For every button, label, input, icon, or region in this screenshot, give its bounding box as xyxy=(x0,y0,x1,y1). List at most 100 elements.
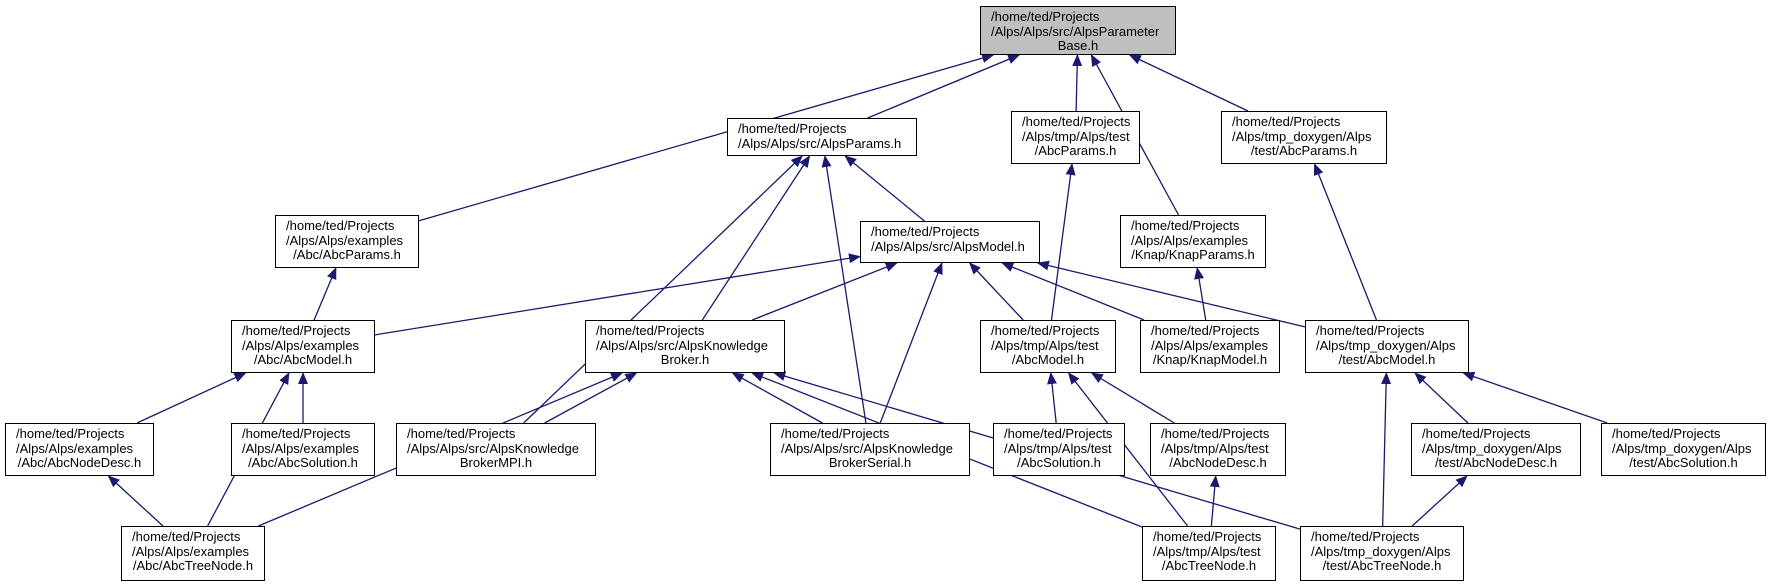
edge-alpsmodel-to-alpsparams xyxy=(844,155,925,222)
edge-exmodel-to-exparams xyxy=(313,267,337,321)
edge-brokerser-to-alpsparams xyxy=(821,155,867,424)
node-line: /Alps/Alps/examples xyxy=(132,543,250,559)
node-doxygen-abc-node-desc[interactable]: /home/ted/Projects /Alps/tmp_doxygen/Alp… xyxy=(1411,423,1581,476)
node-line: /home/ted/Projects xyxy=(1131,218,1240,233)
node-line: /home/ted/Projects xyxy=(1311,529,1420,544)
node-line: /home/ted/Projects xyxy=(1161,426,1270,441)
node-line: BrokerMPI.h xyxy=(459,455,533,470)
node-line: Base.h xyxy=(1057,38,1099,53)
node-line: /Alps/Alps/src/AlpsKnowledge xyxy=(596,337,768,353)
node-tmp-abc-tree-node[interactable]: /home/ted/Projects /Alps/tmp/Alps/test /… xyxy=(1142,526,1276,581)
node-line: /Alps/tmp_doxygen/Alps xyxy=(1316,337,1456,353)
node-line: /home/ted/Projects xyxy=(242,323,351,338)
node-examples-abc-tree-node[interactable]: /home/ted/Projects /Alps/Alps/examples /… xyxy=(121,526,265,581)
node-doxygen-abc-model[interactable]: /home/ted/Projects /Alps/tmp_doxygen/Alp… xyxy=(1305,320,1469,373)
node-alps-knowledge-broker[interactable]: /home/ted/Projects /Alps/Alps/src/AlpsKn… xyxy=(585,320,785,373)
node-knap-model[interactable]: /home/ted/Projects /Alps/Alps/examples /… xyxy=(1140,320,1280,373)
edge-doxnodedesc-to-doxmodel xyxy=(1414,372,1469,424)
node-alps-parameter-base[interactable]: /home/ted/Projects /Alps/Alps/src/AlpsPa… xyxy=(980,6,1176,55)
node-tmp-abc-solution[interactable]: /home/ted/Projects /Alps/tmp/Alps/test /… xyxy=(993,423,1125,476)
node-line: /home/ted/Projects xyxy=(286,218,395,233)
node-examples-abc-params[interactable]: /home/ted/Projects /Alps/Alps/examples /… xyxy=(275,215,419,268)
node-line: /test/AbcNodeDesc.h xyxy=(1434,455,1558,470)
edge-tmpsolution-to-tmpmodel xyxy=(1047,372,1057,424)
node-line: /home/ted/Projects xyxy=(871,224,980,239)
node-line: /test/AbcSolution.h xyxy=(1629,455,1738,470)
node-knap-params[interactable]: /home/ted/Projects /Alps/Alps/examples /… xyxy=(1120,215,1266,268)
node-doxygen-abc-params[interactable]: /home/ted/Projects /Alps/tmp_doxygen/Alp… xyxy=(1221,111,1387,164)
node-line: /Alps/tmp/Alps/test xyxy=(1161,440,1269,456)
node-line: /Alps/Alps/src/AlpsKnowledge xyxy=(407,440,579,456)
node-alps-knowledge-broker-mpi[interactable]: /home/ted/Projects /Alps/Alps/src/AlpsKn… xyxy=(396,423,596,476)
node-line: /home/ted/Projects xyxy=(1004,426,1113,441)
edge-tmpnodedesc-to-tmpmodel xyxy=(1090,372,1175,424)
node-doxygen-abc-tree-node[interactable]: /home/ted/Projects /Alps/tmp_doxygen/Alp… xyxy=(1300,526,1464,581)
node-alps-params[interactable]: /home/ted/Projects /Alps/Alps/src/AlpsPa… xyxy=(727,118,917,156)
node-line: /AbcSolution.h xyxy=(1017,455,1101,470)
node-line: /Abc/AbcModel.h xyxy=(253,352,353,367)
node-line: /Alps/Alps/examples xyxy=(1151,337,1269,353)
node-tmp-abc-node-desc[interactable]: /home/ted/Projects /Alps/tmp/Alps/test /… xyxy=(1150,423,1286,476)
node-line: /Alps/tmp/Alps/test xyxy=(1153,543,1261,559)
edge-doxtreenode-to-doxnodedesc xyxy=(1411,475,1468,527)
node-tmp-abc-model[interactable]: /home/ted/Projects /Alps/tmp/Alps/test /… xyxy=(980,320,1116,373)
edge-tmpmodel-to-alpsmodel xyxy=(969,262,1024,321)
edge-tmptreenode-to-tmpmodel xyxy=(1067,372,1189,527)
edge-exparams-to-root xyxy=(418,53,995,222)
node-alps-knowledge-broker-serial[interactable]: /home/ted/Projects /Alps/Alps/src/AlpsKn… xyxy=(770,423,970,476)
edge-brokerser-to-kbroker xyxy=(731,372,823,424)
node-line: /home/ted/Projects xyxy=(1153,529,1262,544)
edge-knapmodel-to-alpsmodel xyxy=(1001,262,1145,321)
node-line: /Alps/tmp/Alps/test xyxy=(1022,128,1130,144)
node-line: /Abc/AbcParams.h xyxy=(293,247,401,262)
node-line: /Alps/Alps/src/AlpsKnowledge xyxy=(781,440,953,456)
node-line: /Knap/KnapParams.h xyxy=(1131,247,1255,262)
node-alps-model[interactable]: /home/ted/Projects /Alps/Alps/src/AlpsMo… xyxy=(860,221,1040,263)
node-line: /AbcTreeNode.h xyxy=(1161,558,1257,573)
node-tmp-abc-params[interactable]: /home/ted/Projects /Alps/tmp/Alps/test /… xyxy=(1011,111,1140,164)
node-examples-abc-node-desc[interactable]: /home/ted/Projects /Alps/Alps/examples /… xyxy=(5,423,154,476)
node-line: /home/ted/Projects xyxy=(1422,426,1531,441)
node-examples-abc-solution[interactable]: /home/ted/Projects /Alps/Alps/examples /… xyxy=(231,423,375,476)
node-line: /AbcParams.h xyxy=(1034,143,1117,158)
node-line: /AbcModel.h xyxy=(1011,352,1085,367)
edge-doxmodel-to-doxparams xyxy=(1313,163,1378,321)
edge-exmodel-to-alpsmodel xyxy=(374,253,861,336)
node-line: Broker.h xyxy=(660,352,710,367)
edge-doxsolution-to-doxmodel xyxy=(1462,371,1608,424)
node-line: /home/ted/Projects xyxy=(132,529,241,544)
edge-exnodedesc-to-exmodel xyxy=(136,372,247,424)
node-line: /Alps/tmp_doxygen/Alps xyxy=(1311,543,1451,559)
edge-knapmodel-to-knapparams xyxy=(1194,267,1207,321)
edge-doxtreenode-to-doxmodel xyxy=(1381,372,1392,527)
node-line: /Alps/Alps/src/AlpsParams.h xyxy=(738,135,902,151)
node-line: /test/AbcParams.h xyxy=(1250,143,1358,158)
node-examples-abc-model[interactable]: /home/ted/Projects /Alps/Alps/examples /… xyxy=(231,320,375,373)
node-line: /Alps/tmp_doxygen/Alps xyxy=(1612,440,1752,456)
node-line: /home/ted/Projects xyxy=(991,9,1100,24)
node-line: /home/ted/Projects xyxy=(1151,323,1260,338)
node-doxygen-abc-solution[interactable]: /home/ted/Projects /Alps/tmp_doxygen/Alp… xyxy=(1601,423,1766,476)
edge-tmptreenode-to-tmpnodedesc xyxy=(1209,475,1220,527)
node-line: /home/ted/Projects xyxy=(738,121,847,136)
node-line: /Alps/Alps/examples xyxy=(16,440,134,456)
edge-kbroker-to-alpsparams xyxy=(701,155,811,321)
node-line: /home/ted/Projects xyxy=(1316,323,1425,338)
node-line: /home/ted/Projects xyxy=(1232,114,1341,129)
node-line: /home/ted/Projects xyxy=(16,426,125,441)
edge-brokermpi-to-kbroker xyxy=(544,372,638,424)
edge-brokermpi-to-alpsparams xyxy=(523,155,803,424)
node-line: /Alps/tmp_doxygen/Alps xyxy=(1232,128,1372,144)
node-line: /home/ted/Projects xyxy=(991,323,1100,338)
edge-tmpparams-to-root xyxy=(1072,54,1083,112)
node-line: /test/AbcTreeNode.h xyxy=(1322,558,1442,573)
node-line: /home/ted/Projects xyxy=(407,426,516,441)
edge-doxparams-to-root xyxy=(1128,54,1249,112)
node-line: /Abc/AbcTreeNode.h xyxy=(132,558,254,573)
edge-kbroker-to-alpsmodel xyxy=(751,262,898,321)
edge-brokerser-to-alpsmodel xyxy=(879,262,943,424)
node-line: /Alps/Alps/examples xyxy=(286,232,404,248)
node-line: /Abc/AbcNodeDesc.h xyxy=(17,455,142,470)
node-line: /home/ted/Projects xyxy=(596,323,705,338)
